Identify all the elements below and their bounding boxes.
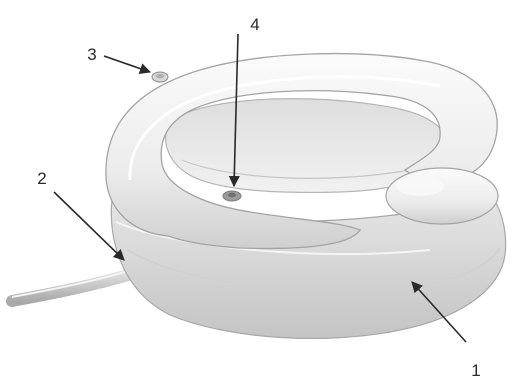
callout-3-label: 3	[87, 45, 96, 64]
drain-hose	[12, 268, 138, 301]
drain-hole	[223, 191, 241, 201]
callout-4-label: 4	[250, 15, 259, 34]
callout-3-leader	[104, 56, 150, 72]
callout-2-label: 2	[37, 169, 46, 188]
callout-1-label: 1	[471, 361, 480, 380]
inflation-valve	[152, 72, 168, 82]
